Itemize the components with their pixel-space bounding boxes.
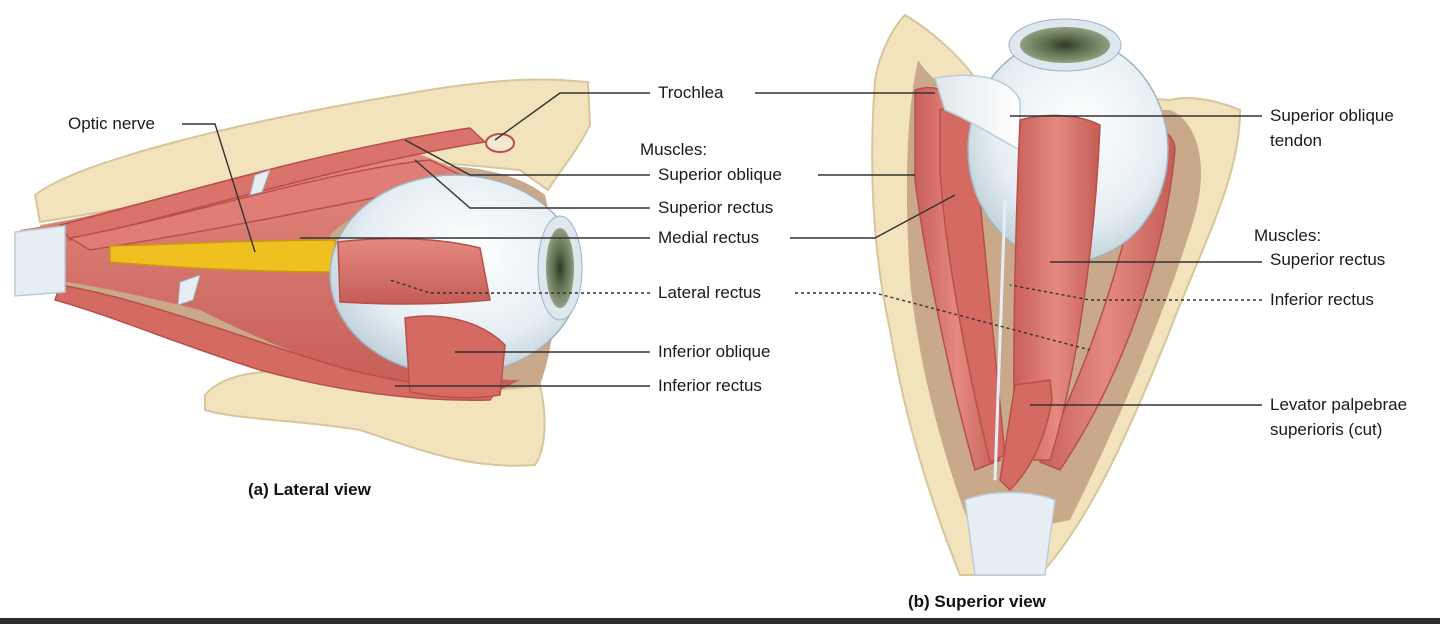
nerve-branch-upper [249,169,271,196]
label-inferior-rectus-superior: Inferior rectus [1270,290,1374,309]
iris-superior [1020,27,1110,63]
iris-lateral [546,228,574,308]
superior-oblique-strip [58,127,487,241]
label-superior-rectus-superior: Superior rectus [1270,250,1386,269]
lateral-view-drawing [14,78,592,467]
label-trochlea: Trochlea [658,83,724,102]
label-medial-rectus: Medial rectus [658,228,760,247]
trochlea-shape [485,133,515,153]
inferior-oblique-shape [404,315,506,399]
leader-lines [182,92,1262,406]
label-levator-line1: Levator palpebrae [1270,395,1408,414]
label-muscles-heading-superior: Muscles: [1254,226,1322,245]
label-superior-rectus-lateral: Superior rectus [658,198,774,217]
leader-trochlea [494,92,650,141]
label-superior-oblique-tendon-line1: Superior oblique [1270,106,1394,125]
superior-view-drawing [871,13,1242,576]
inferior-rectus-strip [54,284,502,401]
label-levator-line2: superioris (cut) [1270,420,1383,439]
lateral-rectus-shape [337,237,491,305]
label-superior-oblique-tendon-line2: tendon [1270,131,1322,150]
label-optic-nerve: Optic nerve [68,114,155,133]
levator-stump-shape [999,379,1053,492]
label-superior-oblique: Superior oblique [658,165,782,184]
label-muscles-heading-lateral: Muscles: [640,140,708,159]
bottom-border-bar [0,618,1440,624]
nerve-branch-lower [177,274,201,306]
leader-superior-oblique-a [404,139,650,176]
label-lateral-rectus: Lateral rectus [658,283,761,302]
nerve-strand [993,199,1007,481]
superior-rectus-superior [1013,114,1101,461]
label-inferior-rectus-lateral: Inferior rectus [658,376,762,395]
leader-lateral-rectus-a [389,279,650,294]
leader-optic-nerve [182,123,256,253]
annular-tendon [14,225,66,297]
leader-lateral-rectus-b [795,292,1091,351]
leader-medial-rectus-b [790,194,956,239]
caption-lateral-view: (a) Lateral view [248,480,371,499]
caption-superior-view: (b) Superior view [908,592,1046,611]
annular-tendon-superior [964,491,1056,576]
leader-superior-rectus-a [414,159,650,209]
label-inferior-oblique: Inferior oblique [658,342,771,361]
